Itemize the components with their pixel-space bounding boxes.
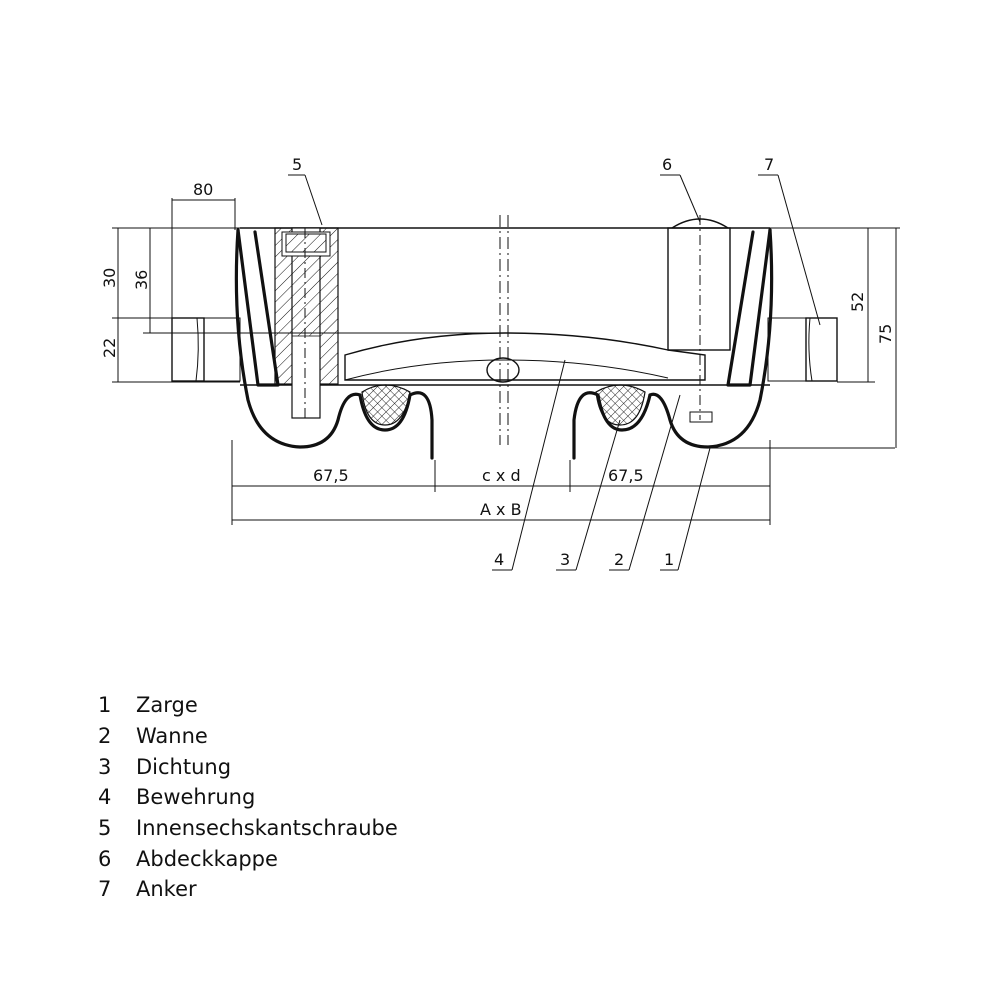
callout-7: 7: [758, 155, 821, 326]
callout-6: 6: [660, 155, 701, 223]
dim-text-cxd: c x d: [482, 466, 521, 485]
dim-text-30: 30: [100, 268, 119, 288]
dimension-80: 80: [171, 180, 236, 318]
dim-text-left-67-5: 67,5: [313, 466, 349, 485]
dim-text-80: 80: [193, 180, 213, 199]
legend-number: 3: [98, 754, 112, 779]
cover-cap: [667, 215, 731, 423]
callout-4: 4: [492, 359, 566, 571]
legend-item-5: 5 Innensechskantschraube: [98, 813, 398, 844]
anchor-right: [767, 317, 838, 382]
legend-item-7: 7 Anker: [98, 874, 398, 905]
legend-number: 4: [98, 785, 112, 810]
legend-number: 6: [98, 846, 112, 871]
dim-text-52: 52: [848, 292, 867, 312]
legend-item-1: 1 Zarge: [98, 690, 398, 721]
legend-item-6: 6 Abdeckkappe: [98, 843, 398, 874]
dim-text-36: 36: [132, 270, 151, 290]
callout-1: 1: [660, 447, 711, 571]
dim-text-22: 22: [100, 338, 119, 358]
callout-5: 5: [288, 155, 323, 226]
legend: 1 Zarge 2 Wanne 3 Dichtung 4 Bewehrung 5…: [98, 690, 398, 905]
screw: [274, 227, 339, 420]
dimension-right-vertical: 52 75: [770, 227, 900, 448]
callout-3: 3: [556, 419, 621, 571]
callout-label-7: 7: [764, 155, 774, 174]
anchor-left: [171, 317, 241, 382]
seal-right: [595, 384, 646, 426]
legend-label: Dichtung: [136, 754, 232, 779]
legend-item-4: 4 Bewehrung: [98, 782, 398, 813]
reinforcement: [344, 332, 706, 383]
legend-label: Bewehrung: [136, 785, 256, 810]
callout-label-4: 4: [494, 550, 504, 569]
dimension-bottom: 67,5 c x d 67,5 A x B: [231, 440, 771, 525]
legend-label: Zarge: [136, 693, 198, 718]
legend-number: 1: [98, 693, 112, 718]
callout-label-6: 6: [662, 155, 672, 174]
legend-label: Innensechskantschraube: [136, 816, 398, 841]
legend-number: 7: [98, 877, 112, 902]
dim-text-75: 75: [876, 324, 895, 344]
callout-label-5: 5: [292, 155, 302, 174]
center-line: [499, 215, 509, 445]
callout-label-1: 1: [664, 550, 674, 569]
dimension-left-vertical: 30 36 22: [100, 227, 500, 383]
callout-2: 2: [609, 394, 681, 571]
dim-text-right-67-5: 67,5: [608, 466, 644, 485]
legend-item-2: 2 Wanne: [98, 721, 398, 752]
callout-label-3: 3: [560, 550, 570, 569]
callout-label-2: 2: [614, 550, 624, 569]
legend-number: 5: [98, 816, 112, 841]
seal-left: [361, 384, 411, 426]
legend-item-3: 3 Dichtung: [98, 751, 398, 782]
dim-text-axb: A x B: [480, 500, 522, 519]
legend-label: Wanne: [136, 724, 208, 749]
legend-label: Abdeckkappe: [136, 846, 278, 871]
legend-number: 2: [98, 724, 112, 749]
legend-label: Anker: [136, 877, 197, 902]
